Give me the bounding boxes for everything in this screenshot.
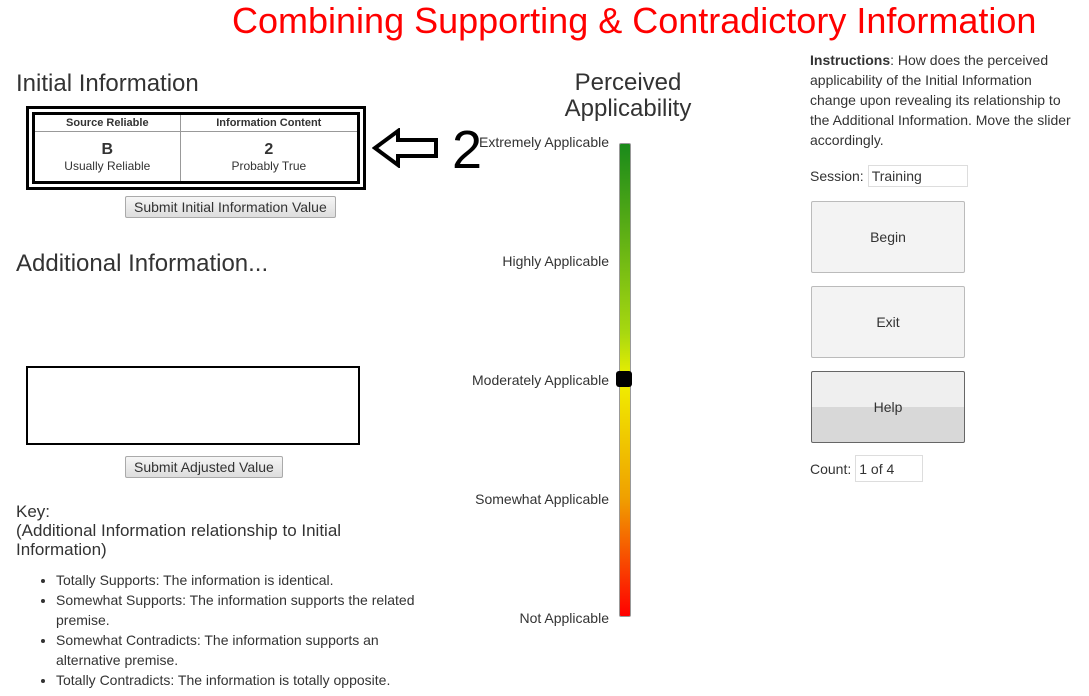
arrow-left-icon bbox=[372, 128, 438, 168]
instructions-label: Instructions bbox=[810, 52, 891, 68]
submit-initial-button[interactable]: Submit Initial Information Value bbox=[125, 196, 336, 218]
session-label: Session: bbox=[810, 168, 864, 184]
key-item: Totally Supports: The information is ide… bbox=[56, 570, 436, 590]
begin-button[interactable]: Begin bbox=[811, 201, 965, 273]
key-item: Somewhat Contradicts: The information su… bbox=[56, 630, 436, 670]
slider-label: Somewhat Applicable bbox=[475, 491, 609, 507]
session-input[interactable] bbox=[867, 165, 968, 187]
additional-heading: Additional Information... bbox=[16, 250, 269, 277]
slider-heading: Perceived Applicability bbox=[564, 69, 692, 122]
slider-label: Highly Applicable bbox=[502, 253, 609, 269]
count-label: Count: bbox=[810, 460, 852, 477]
slider-label: Extremely Applicable bbox=[479, 134, 609, 150]
initial-heading: Initial Information bbox=[16, 70, 199, 97]
instructions-text: : How does the perceived applicability o… bbox=[810, 52, 1071, 148]
key-heading: Key: bbox=[16, 502, 51, 521]
page-title: Combining Supporting & Contradictory Inf… bbox=[232, 0, 1037, 41]
slider-label: Moderately Applicable bbox=[472, 372, 609, 388]
slider-label: Not Applicable bbox=[519, 610, 609, 626]
count-input bbox=[855, 455, 924, 482]
key-item: Totally Contradicts: The information is … bbox=[56, 670, 436, 690]
col-information-content: Information Content bbox=[179, 113, 360, 132]
key-item: Somewhat Supports: The information suppo… bbox=[56, 590, 436, 630]
additional-info-box bbox=[26, 366, 360, 445]
instructions: Instructions: How does the perceived app… bbox=[810, 50, 1075, 150]
col-source-reliable: Source Reliable bbox=[33, 113, 181, 132]
content-value: 2 bbox=[264, 140, 274, 158]
annotation-number: 2 bbox=[452, 120, 483, 180]
help-button[interactable]: Help bbox=[811, 371, 965, 443]
source-value: B bbox=[101, 140, 114, 158]
submit-adjusted-button[interactable]: Submit Adjusted Value bbox=[125, 456, 283, 478]
source-desc: Usually Reliable bbox=[64, 158, 151, 173]
key-subheading: (Additional Information relationship to … bbox=[16, 521, 342, 559]
exit-button[interactable]: Exit bbox=[811, 286, 965, 358]
content-desc: Probably True bbox=[231, 158, 307, 173]
key-list: Totally Supports: The information is ide… bbox=[16, 570, 436, 690]
applicability-slider-thumb[interactable] bbox=[616, 371, 632, 387]
